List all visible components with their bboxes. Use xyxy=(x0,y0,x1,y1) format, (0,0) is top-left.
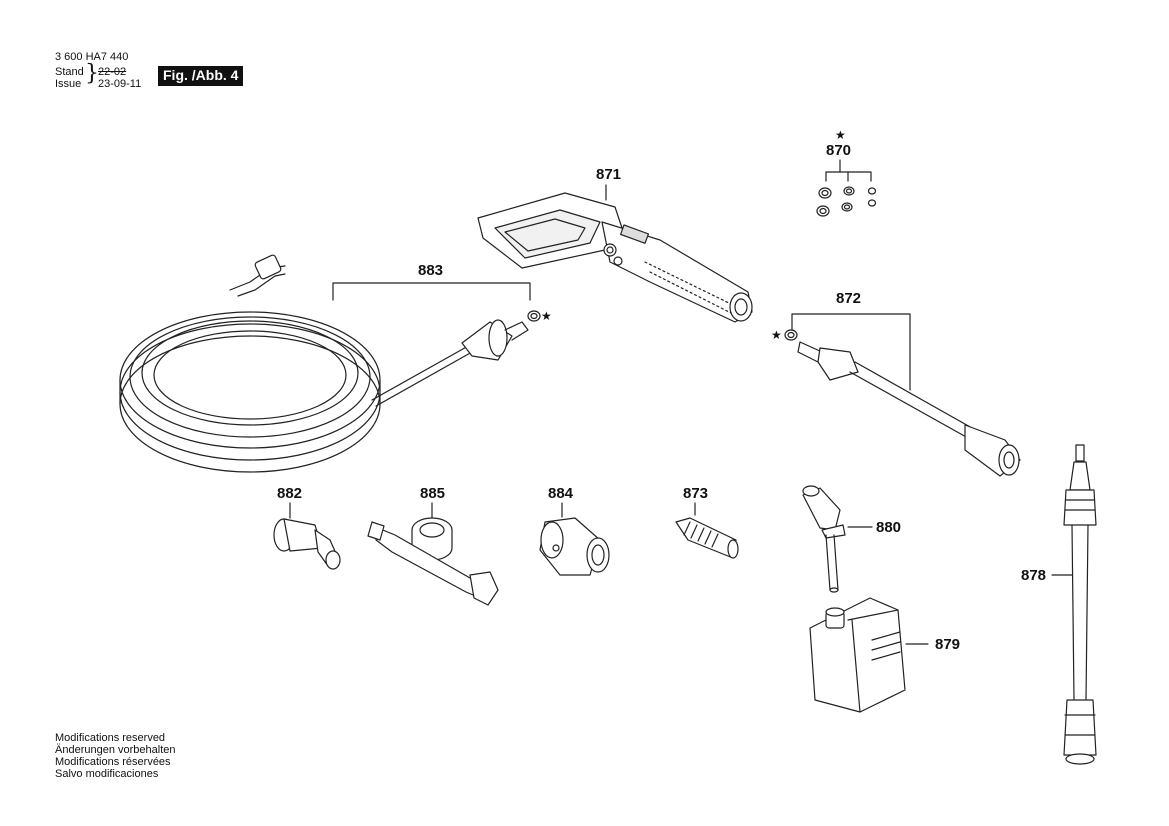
adapter-882 xyxy=(273,502,341,570)
star-883: ★ xyxy=(541,309,552,323)
o-ring-set-870 xyxy=(816,159,877,217)
figure-label: Fig. /Abb. 4 xyxy=(158,66,244,86)
star-870: ★ xyxy=(835,128,846,142)
footer-notes: Modifications reserved Änderungen vorbeh… xyxy=(55,732,175,780)
issue-value: 23-09-11 xyxy=(98,78,142,90)
suction-tube-880 xyxy=(802,485,873,593)
part-label-873: 873 xyxy=(683,485,709,502)
part-label-872: 872 xyxy=(836,290,862,307)
stand-label: Stand xyxy=(55,66,84,78)
star-872: ★ xyxy=(771,328,782,342)
part-label-885: 885 xyxy=(420,485,446,502)
lance-872 xyxy=(784,313,1021,477)
part-label-883: 883 xyxy=(418,262,444,279)
hose-883 xyxy=(119,254,541,473)
trigger-gun-871 xyxy=(477,184,753,323)
nozzle-873 xyxy=(675,502,739,559)
footer-line: Modifications reserved xyxy=(55,732,166,744)
part-label-878: 878 xyxy=(1021,567,1047,584)
extension-lance-878 xyxy=(1051,444,1097,765)
brace-glyph: } xyxy=(85,61,99,86)
part-number: 3 600 HA7 440 xyxy=(55,51,129,63)
footer-line: Modifications réservées xyxy=(55,756,171,768)
part-label-870: 870 xyxy=(826,142,852,159)
coupler-884 xyxy=(539,502,610,576)
part-label-871: 871 xyxy=(596,166,622,183)
part-label-884: 884 xyxy=(548,485,574,502)
stand-value: 22-02 xyxy=(98,66,127,78)
detergent-tank-879 xyxy=(809,597,929,713)
part-label-879: 879 xyxy=(935,636,961,653)
part-label-882: 882 xyxy=(277,485,303,502)
part-label-880: 880 xyxy=(876,519,902,536)
issue-label: Issue xyxy=(55,78,82,90)
footer-line: Salvo modificaciones xyxy=(55,768,159,780)
connector-885 xyxy=(367,502,499,606)
footer-line: Änderungen vorbehalten xyxy=(55,744,176,756)
